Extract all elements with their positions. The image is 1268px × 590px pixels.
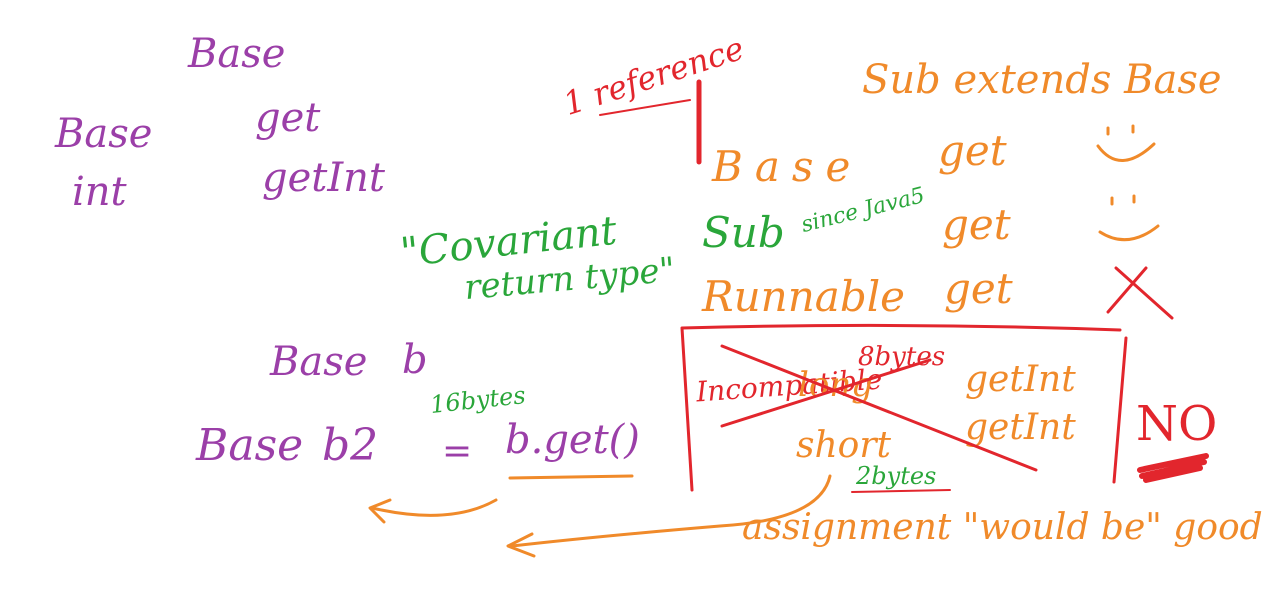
row1-type: Base [712,142,863,191]
sub-extends-base-header: Sub extends Base [862,57,1222,103]
long-label: long [798,365,874,405]
base-class-header: Base [188,31,286,77]
incompatible-box [680,323,1122,492]
assign-type: Base [196,420,304,471]
size-note-2bytes: 2bytes [856,462,937,490]
base-row-type: Base [55,111,153,157]
smile-icon [1096,124,1156,162]
no-underline-scribble [1137,453,1209,483]
row3-method: get [944,264,1013,313]
int-row-method: getInt [262,155,385,201]
reference-underline [599,99,691,116]
row3-type: Runnable [702,272,905,321]
cross-out-line [720,344,1038,472]
assignment-note: assignment "would be" good [742,507,1263,548]
size-note-8bytes: 8bytes [858,342,946,372]
short-label: short [796,425,892,466]
assign-var: b2 [322,420,379,471]
assign-expression: b.get() [505,417,640,463]
row1-method: get [938,126,1007,175]
assign-equals: = [442,431,473,472]
smile-icon [1098,194,1160,242]
row2-type: Sub [702,208,785,257]
box-method-2: getInt [965,407,1076,448]
base-row-method: get [255,95,321,141]
arrow-to-b2 [370,498,498,517]
int-row-type: int [72,169,127,215]
verdict-no: NO [1136,396,1218,452]
decl-type: Base [270,339,368,385]
x-icon [1106,266,1174,320]
arrow-to-assignment [510,474,832,548]
box-method-1: getInt [965,359,1076,400]
row2-method: get [942,200,1011,249]
decl-var: b [402,337,428,383]
